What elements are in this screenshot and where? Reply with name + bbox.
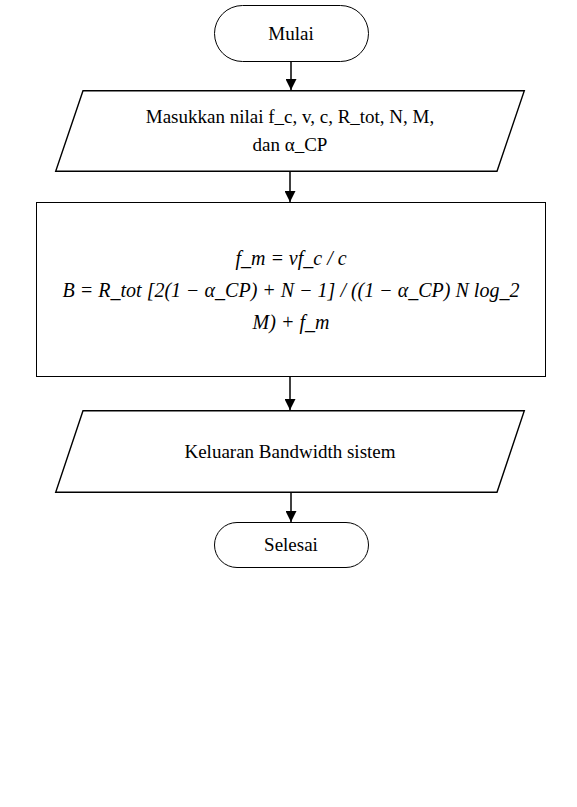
- formula-text: f_m = vf_c / c: [235, 242, 346, 274]
- end-terminator: Selesai: [214, 522, 369, 568]
- flow-arrow: [290, 493, 292, 522]
- process-box: f_m = vf_c / cB = R_tot [2(1 − α_CP) + N…: [36, 202, 546, 377]
- node-content: Keluaran Bandwidth sistem: [55, 410, 525, 493]
- parallelogram-shape: [56, 91, 525, 172]
- node-label: Mulai: [268, 20, 313, 48]
- parallelogram-outline: [55, 90, 525, 172]
- output-parallelogram: Keluaran Bandwidth sistem: [55, 410, 525, 493]
- input-parallelogram: Masukkan nilai f_c, v, c, R_tot, N, M, d…: [55, 90, 525, 172]
- flow-arrow: [289, 377, 291, 410]
- node-content: Masukkan nilai f_c, v, c, R_tot, N, M, d…: [55, 90, 525, 172]
- node-content: Mulai: [215, 6, 368, 61]
- start-terminator: Mulai: [214, 5, 369, 62]
- node-label: Keluaran Bandwidth sistem: [184, 438, 395, 466]
- node-label: Masukkan nilai f_c, v, c, R_tot, N, M, d…: [145, 103, 435, 158]
- node-label: Selesai: [264, 531, 318, 559]
- flow-arrow: [290, 62, 292, 90]
- flow-arrow: [289, 172, 291, 202]
- formula-text: B = R_tot [2(1 − α_CP) + N − 1] / ((1 − …: [53, 274, 529, 338]
- parallelogram-shape: [56, 411, 525, 493]
- node-content: f_m = vf_c / cB = R_tot [2(1 − α_CP) + N…: [37, 203, 545, 376]
- node-content: Selesai: [215, 523, 368, 567]
